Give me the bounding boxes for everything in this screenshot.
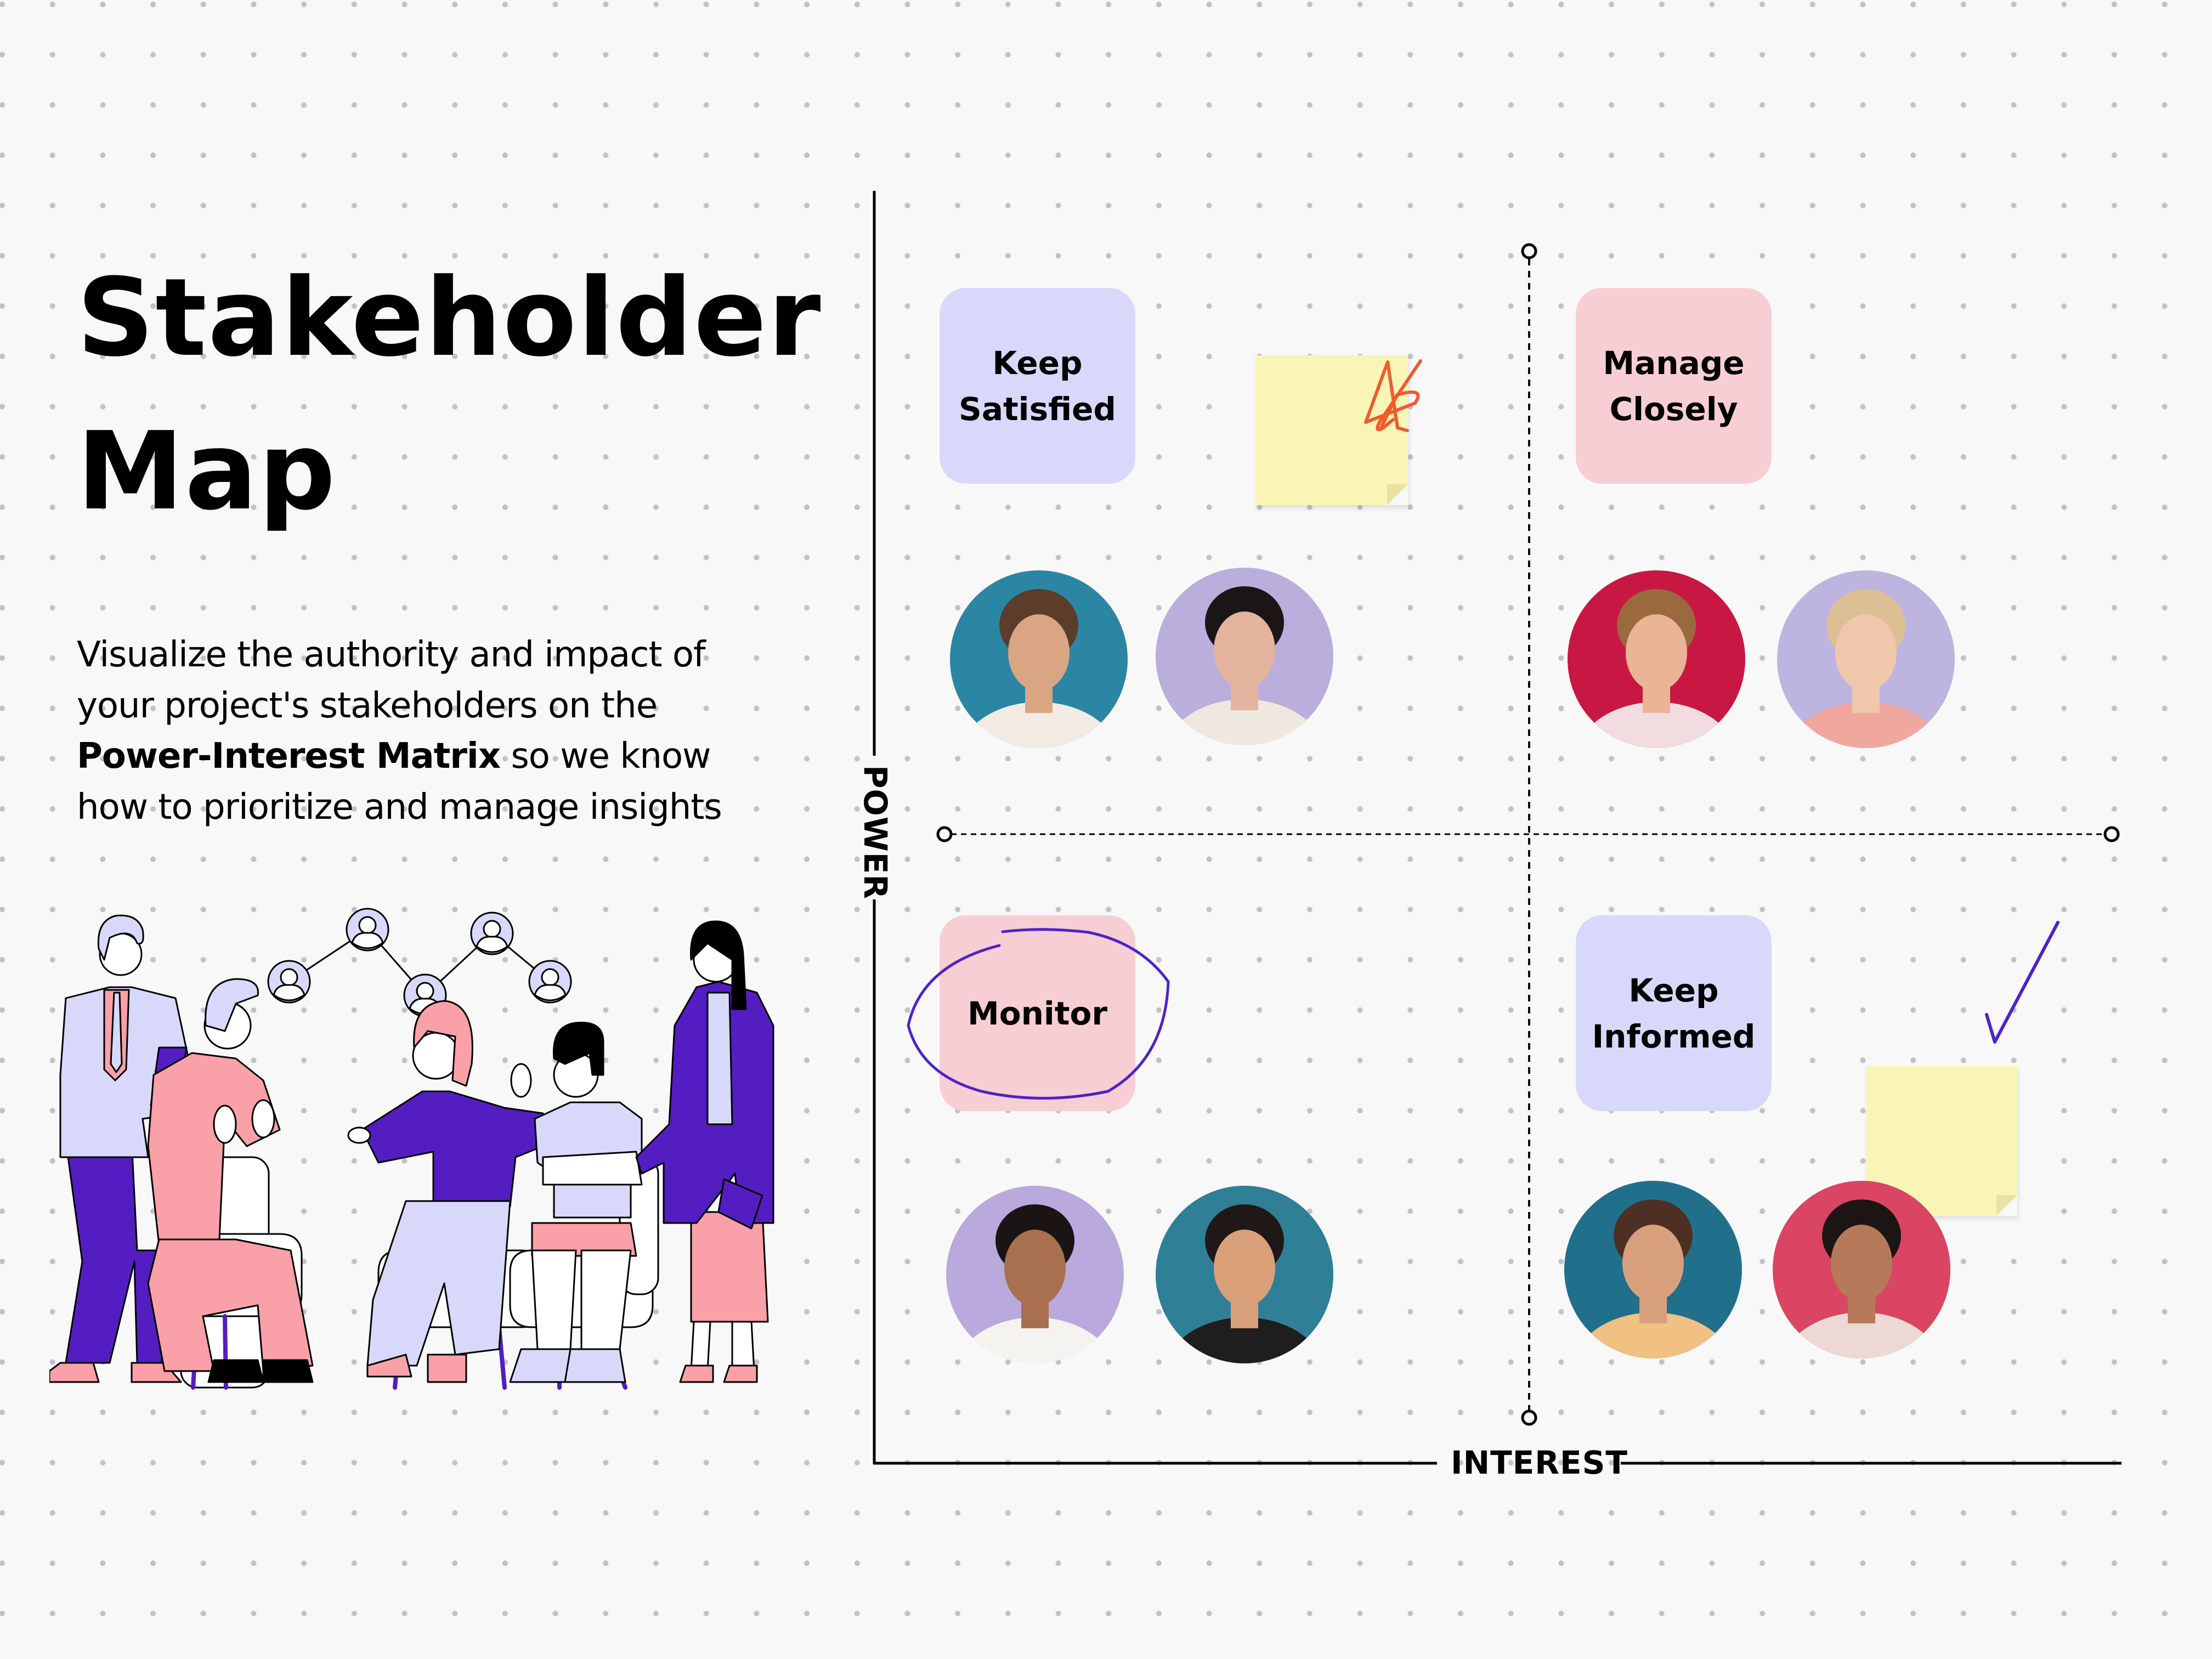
stakeholder-avatar[interactable]: [1777, 570, 1955, 748]
stakeholder-avatar[interactable]: [946, 1186, 1124, 1363]
stakeholder-avatar[interactable]: [1568, 570, 1745, 748]
stakeholder-avatar[interactable]: [1156, 568, 1333, 745]
team-meeting-illustration: [49, 908, 774, 1390]
person-photo-icon: [1781, 1199, 1942, 1358]
divider-handle-top: [1521, 243, 1537, 259]
title-line-1: Stakeholder: [77, 256, 822, 381]
quadrant-keep-informed[interactable]: Keep Informed: [1576, 915, 1772, 1111]
description-bold: Power-Interest Matrix: [77, 736, 501, 777]
page-title: Stakeholder Map: [77, 241, 822, 548]
standing-woman-figure: [635, 920, 774, 1383]
title-line-2: Map: [77, 409, 337, 534]
person-photo-icon: [955, 1204, 1115, 1363]
description-text-2: so we know how to prioritize and manage …: [77, 736, 722, 828]
person-photo-icon: [1573, 1199, 1733, 1358]
stakeholder-avatar[interactable]: [1156, 1186, 1333, 1363]
person-photo-icon: [1786, 589, 1946, 748]
stakeholder-avatar[interactable]: [950, 570, 1128, 748]
quadrant-manage-closely[interactable]: Manage Closely: [1576, 288, 1772, 484]
sitting-man-pink-figure: [147, 978, 314, 1383]
sticky-fold: [1996, 1195, 2017, 1216]
person-photo-icon: [959, 589, 1119, 748]
sitting-woman-purple-figure: [347, 1000, 544, 1383]
description-text-1: Visualize the authority and impact of yo…: [77, 635, 706, 726]
person-photo-icon: [1164, 586, 1325, 745]
description: Visualize the authority and impact of yo…: [77, 630, 790, 833]
quadrant-monitor[interactable]: Monitor: [940, 915, 1135, 1111]
stakeholder-avatar[interactable]: [1773, 1181, 1950, 1358]
x-axis-label: INTEREST: [1451, 1444, 1628, 1481]
person-photo-icon: [1576, 589, 1736, 748]
sticky-fold: [1387, 484, 1408, 505]
divider-handle-left: [936, 826, 953, 842]
y-axis-label: POWER: [857, 765, 894, 900]
divider-handle-right: [2103, 826, 2120, 842]
sitting-man-lavender-figure: [509, 1021, 643, 1383]
person-photo-icon: [1164, 1204, 1325, 1363]
person-node-icons: [267, 908, 572, 1017]
stakeholder-avatar[interactable]: [1564, 1181, 1742, 1358]
quadrant-keep-satisfied[interactable]: Keep Satisfied: [940, 288, 1135, 484]
divider-handle-bottom: [1521, 1409, 1537, 1426]
sticky-note-1[interactable]: [1255, 355, 1408, 505]
